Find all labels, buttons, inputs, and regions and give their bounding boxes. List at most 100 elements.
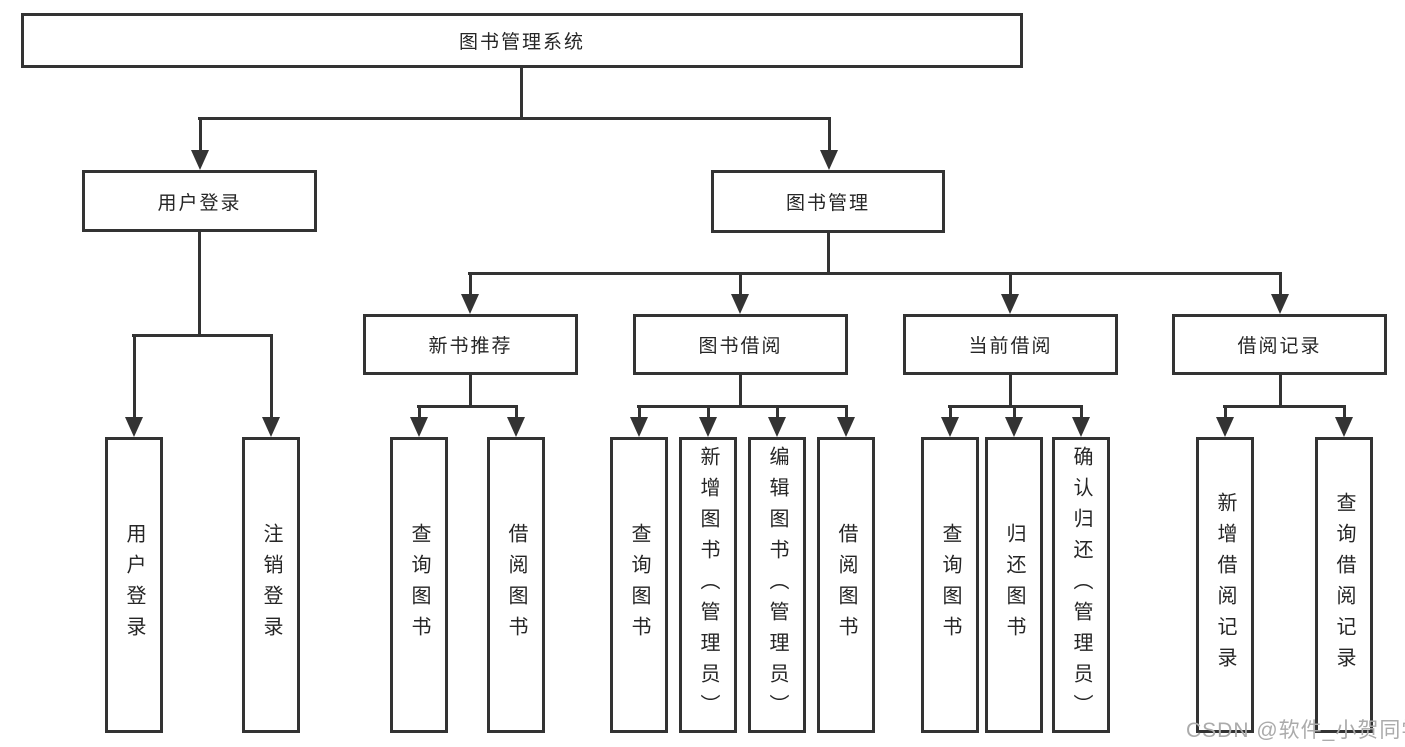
arrow-head: [1005, 417, 1023, 437]
arrow-down-icon: [1335, 405, 1353, 437]
arrow-head: [262, 417, 280, 437]
leaf-user-login: 用户登录: [105, 437, 163, 733]
node-new-book-recommendation: 新书推荐: [363, 314, 578, 375]
node-label: 用户登录: [123, 523, 145, 647]
arrow-down-icon: [768, 405, 786, 437]
edge-line: [198, 232, 201, 336]
node-label: 图书管理系统: [458, 32, 585, 53]
node-label: 新增图书（管理员）: [697, 445, 719, 725]
arrow-head: [731, 294, 749, 314]
arrow-head: [1335, 417, 1353, 437]
arrow-down-icon: [507, 405, 525, 437]
node-book-borrowing: 图书借阅: [633, 314, 848, 375]
node-label: 确认归还（管理员）: [1070, 445, 1092, 725]
arrow-down-icon: [1005, 405, 1023, 437]
arrow-stem: [1342, 405, 1346, 423]
node-label: 查询图书: [939, 523, 961, 647]
leaf-logout: 注销登录: [242, 437, 300, 733]
leaf-confirm-return-admin: 确认归还（管理员）: [1052, 437, 1110, 733]
arrow-down-icon: [125, 334, 143, 437]
node-label: 查询图书: [408, 523, 430, 647]
node-borrowing-records: 借阅记录: [1172, 314, 1387, 375]
arrow-head: [820, 150, 838, 170]
arrow-stem: [417, 405, 421, 423]
node-label: 图书借阅: [698, 336, 783, 357]
arrow-stem: [844, 405, 848, 423]
arrow-down-icon: [941, 405, 959, 437]
arrow-down-icon: [820, 117, 838, 170]
node-label: 当前借阅: [968, 336, 1053, 357]
arrow-down-icon: [837, 405, 855, 437]
edge-line: [132, 334, 273, 337]
arrow-stem: [198, 117, 202, 156]
arrow-stem: [132, 334, 136, 423]
arrow-down-icon: [630, 405, 648, 437]
node-label: 归还图书: [1003, 523, 1025, 647]
arrow-stem: [1278, 272, 1282, 300]
node-label: 注销登录: [260, 523, 282, 647]
edge-line: [1009, 375, 1012, 407]
arrow-head: [461, 294, 479, 314]
arrow-head: [1216, 417, 1234, 437]
leaf-edit-books-admin: 编辑图书（管理员）: [748, 437, 806, 733]
arrow-head: [507, 417, 525, 437]
edge-line: [637, 405, 848, 408]
node-label: 新增借阅记录: [1214, 492, 1236, 678]
node-book-management: 图书管理: [711, 170, 945, 233]
node-library-management-system: 图书管理系统: [21, 13, 1023, 68]
arrow-stem: [1012, 405, 1016, 423]
arrow-down-icon: [262, 334, 280, 437]
leaf-query-borrow-record: 查询借阅记录: [1315, 437, 1373, 733]
edge-line: [827, 233, 830, 274]
arrow-stem: [1223, 405, 1227, 423]
arrow-head: [410, 417, 428, 437]
node-label: 图书管理: [785, 193, 870, 214]
arrow-stem: [1008, 272, 1012, 300]
edge-line: [1279, 375, 1282, 407]
arrow-stem: [1079, 405, 1083, 423]
arrow-stem: [775, 405, 779, 423]
node-current-borrowing: 当前借阅: [903, 314, 1118, 375]
arrow-down-icon: [1001, 272, 1019, 314]
arrow-stem: [948, 405, 952, 423]
arrow-head: [191, 150, 209, 170]
arrow-stem: [269, 334, 273, 423]
leaf-query-books-recommend: 查询图书: [390, 437, 448, 733]
arrow-head: [1072, 417, 1090, 437]
node-label: 用户登录: [157, 192, 242, 214]
arrow-head: [1271, 294, 1289, 314]
node-label: 编辑图书（管理员）: [766, 445, 788, 725]
arrow-down-icon: [1072, 405, 1090, 437]
leaf-borrow-books: 借阅图书: [817, 437, 875, 733]
leaf-add-books-admin: 新增图书（管理员）: [679, 437, 737, 733]
arrow-head: [699, 417, 717, 437]
arrow-head: [941, 417, 959, 437]
arrow-head: [630, 417, 648, 437]
leaf-borrow-books-recommend: 借阅图书: [487, 437, 545, 733]
arrow-down-icon: [461, 272, 479, 314]
node-label: 借阅图书: [835, 523, 857, 647]
leaf-query-books-borrowing: 查询图书: [610, 437, 668, 733]
edge-line: [417, 405, 518, 408]
leaf-return-books: 归还图书: [985, 437, 1043, 733]
edge-line: [948, 405, 1083, 408]
node-label: 新书推荐: [428, 336, 513, 357]
node-label: 查询借阅记录: [1333, 492, 1355, 678]
arrow-down-icon: [731, 272, 749, 314]
edge-line: [520, 68, 523, 118]
arrow-stem: [827, 117, 831, 156]
edge-line: [469, 375, 472, 407]
arrow-down-icon: [410, 405, 428, 437]
arrow-stem: [738, 272, 742, 300]
node-label: 借阅记录: [1237, 336, 1322, 357]
node-label: 查询图书: [628, 523, 650, 647]
arrow-stem: [637, 405, 641, 423]
arrow-down-icon: [191, 117, 209, 170]
arrow-down-icon: [1216, 405, 1234, 437]
arrow-head: [768, 417, 786, 437]
csdn-watermark: CSDN @软件_小贺同学: [1186, 719, 1405, 742]
edge-line: [739, 375, 742, 407]
edge-line: [198, 117, 831, 120]
node-user-login-group: 用户登录: [82, 170, 317, 232]
